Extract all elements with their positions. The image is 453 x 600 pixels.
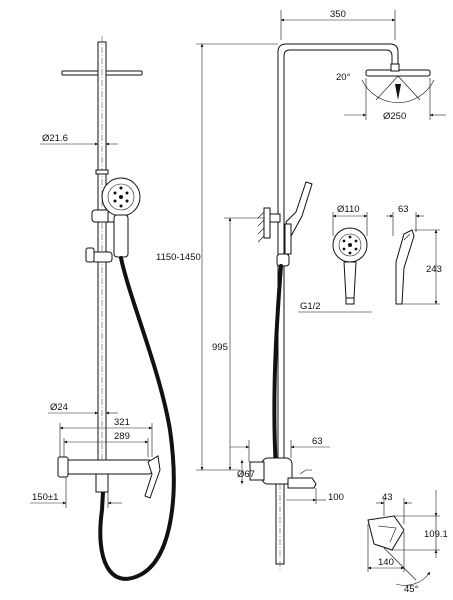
- label-valve-63: 63: [312, 436, 323, 447]
- label-spout-100: 100: [328, 492, 344, 503]
- dim-hand-depth-63: 63: [386, 204, 424, 236]
- label-width-289: 289: [114, 431, 130, 442]
- side-hand-shower: [276, 181, 313, 267]
- side-view: 350 20° Ø250: [156, 9, 446, 570]
- label-arm-350: 350: [330, 9, 346, 20]
- label-hand-dia-110: Ø110: [337, 204, 360, 215]
- label-handle-109: 109.1: [424, 529, 448, 540]
- label-width-321: 321: [114, 417, 130, 428]
- label-handle-43: 43: [382, 492, 393, 503]
- dim-body-dia-67: Ø67: [237, 459, 255, 485]
- front-mixer-valve: [57, 455, 161, 499]
- detail-hand-side: [395, 229, 415, 305]
- dim-spout-100: 100: [286, 488, 344, 504]
- dim-width-289: 289: [63, 431, 149, 444]
- label-pipe-lower-dia: Ø24: [50, 402, 68, 413]
- front-hand-shower: [101, 177, 141, 258]
- dim-hand-dia-110: Ø110: [332, 204, 368, 236]
- side-hose: [272, 264, 283, 472]
- dim-width-321: 321: [59, 417, 153, 430]
- dim-pipe-dia: Ø21.6: [40, 133, 118, 146]
- dim-angle-20: 20°: [336, 72, 435, 103]
- dim-height-range: 1150-1450: [156, 43, 278, 471]
- label-head-dia-250: Ø250: [383, 111, 406, 122]
- dim-pipe-lower-dia: Ø24: [48, 402, 118, 415]
- label-handle-140: 140: [378, 557, 394, 568]
- dim-hand-len-243: 243: [402, 229, 442, 305]
- dim-height-995: 995: [212, 217, 264, 471]
- side-overhead-head: [365, 63, 431, 77]
- label-hand-len-243: 243: [426, 264, 442, 275]
- label-thread-g12: G1/2: [300, 301, 321, 312]
- label-hand-depth-63: 63: [398, 204, 409, 215]
- label-spacing-150: 150±1: [32, 492, 58, 503]
- dim-head-dia-250: Ø250: [344, 78, 446, 122]
- dim-valve-63: 63: [230, 436, 330, 462]
- dim-handle-140: 140: [367, 524, 405, 572]
- side-valve: [249, 457, 317, 570]
- hand-shower-detail: Ø110 G1/2 63 243: [298, 204, 442, 313]
- dim-thread-g12: G1/2: [298, 301, 372, 313]
- label-height-range: 1150-1450: [156, 252, 201, 263]
- front-view: Ø21.6 Ø24 321 289 150±1: [30, 36, 176, 581]
- label-body-dia-67: Ø67: [237, 469, 255, 480]
- side-wall-bracket: [257, 207, 281, 243]
- detail-hand-front: [332, 227, 368, 305]
- label-height-995: 995: [212, 342, 228, 353]
- dim-angle-45: 45°: [383, 547, 431, 595]
- label-pipe-dia: Ø21.6: [42, 133, 68, 144]
- label-angle-20: 20°: [336, 72, 351, 83]
- dim-spacing-150: 150±1: [30, 477, 122, 508]
- dim-handle-43: 43: [376, 492, 412, 524]
- handle-shape: [367, 515, 405, 551]
- dim-arm-350: 350: [280, 9, 396, 40]
- front-hose: [98, 256, 176, 581]
- handle-detail: 43 109.1 140 45°: [367, 490, 448, 595]
- dim-handle-109: 109.1: [392, 490, 448, 558]
- label-angle-45: 45°: [404, 584, 419, 595]
